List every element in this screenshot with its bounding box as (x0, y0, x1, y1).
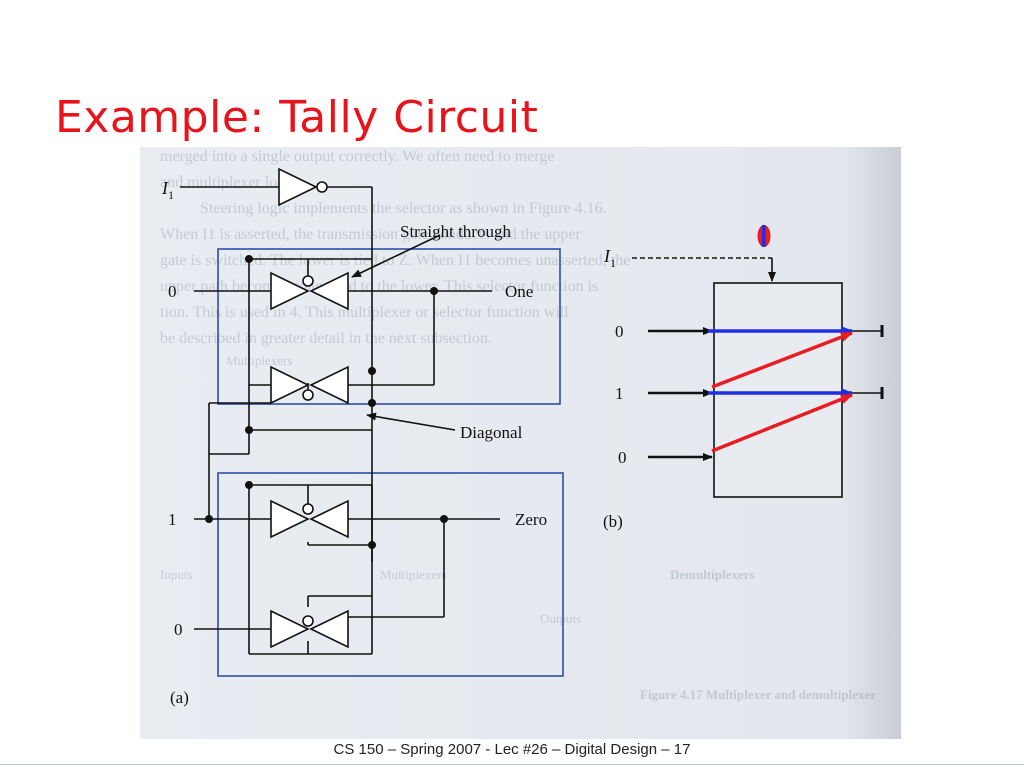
b-input-top-label: 0 (615, 322, 624, 341)
circuit-b (632, 257, 884, 498)
caption-a: (a) (170, 688, 189, 707)
ghost-label: Demultiplexers (670, 567, 754, 582)
input-upper-label: 0 (168, 282, 177, 301)
b-input-i1-label: I1 (603, 246, 616, 270)
diagonal-path-arrow (711, 331, 853, 389)
selector-block (713, 282, 843, 498)
transmission-gate (270, 499, 349, 539)
ghost-caption: Figure 4.17 Multiplexer and demultiplexe… (640, 687, 876, 702)
ghost-label: Multiplexers (226, 353, 292, 368)
ghost-label: Inputs (160, 567, 193, 582)
upper-cell-frame (217, 248, 561, 405)
slide-footer: CS 150 – Spring 2007 - Lec #26 – Digital… (333, 741, 691, 758)
input-i1-label: I1 (161, 178, 174, 202)
b-input-mid-label: 1 (615, 384, 624, 403)
path-arrows (708, 326, 853, 453)
circuit-a-labels: I1 0 1 0 One Zero Straight through Diago… (161, 178, 547, 707)
tally-circuit-figure: merged into a single output correctly. W… (140, 147, 901, 739)
circuit-b-labels: I1 0 1 0 (b) (603, 246, 627, 531)
ghost-line: When I1 is asserted, the transmission ga… (160, 226, 581, 243)
output-zero-label: Zero (515, 510, 547, 529)
lower-cell-frame (217, 472, 564, 677)
b-input-bot-label: 0 (618, 448, 627, 467)
ghost-line: be described in greater detail in the ne… (160, 330, 492, 347)
transmission-gate (270, 365, 349, 405)
ghost-line: merged into a single output correctly. W… (160, 148, 554, 165)
ghost-line: tion. This is used in 4. This multiplexe… (160, 304, 569, 321)
caption-b: (b) (603, 512, 623, 531)
slide-title: Example: Tally Circuit (55, 92, 539, 143)
ghost-label: Multiplexers (380, 567, 446, 582)
input-mid-label: 1 (168, 510, 177, 529)
diagonal-path-arrow (711, 393, 853, 453)
junction-dots (205, 255, 448, 549)
input-lower-label: 0 (174, 620, 183, 639)
transmission-gate (270, 609, 349, 649)
inverter-gate (180, 167, 372, 207)
ghost-line: Steering logic implements the selector a… (200, 200, 607, 217)
diagonal-pointer (366, 412, 456, 431)
callout-straight-through: Straight through (400, 222, 511, 241)
transmission-gate (270, 271, 349, 311)
straight-through-pointer (351, 234, 441, 278)
ghost-line: gate is switched. The lower is tied to Z… (160, 252, 630, 269)
output-one-label: One (505, 282, 533, 301)
circuit-a (180, 167, 564, 677)
ghost-label: Outputs (540, 611, 581, 626)
footer-divider (0, 764, 1024, 765)
callout-diagonal: Diagonal (460, 423, 523, 442)
select-token (757, 225, 771, 247)
